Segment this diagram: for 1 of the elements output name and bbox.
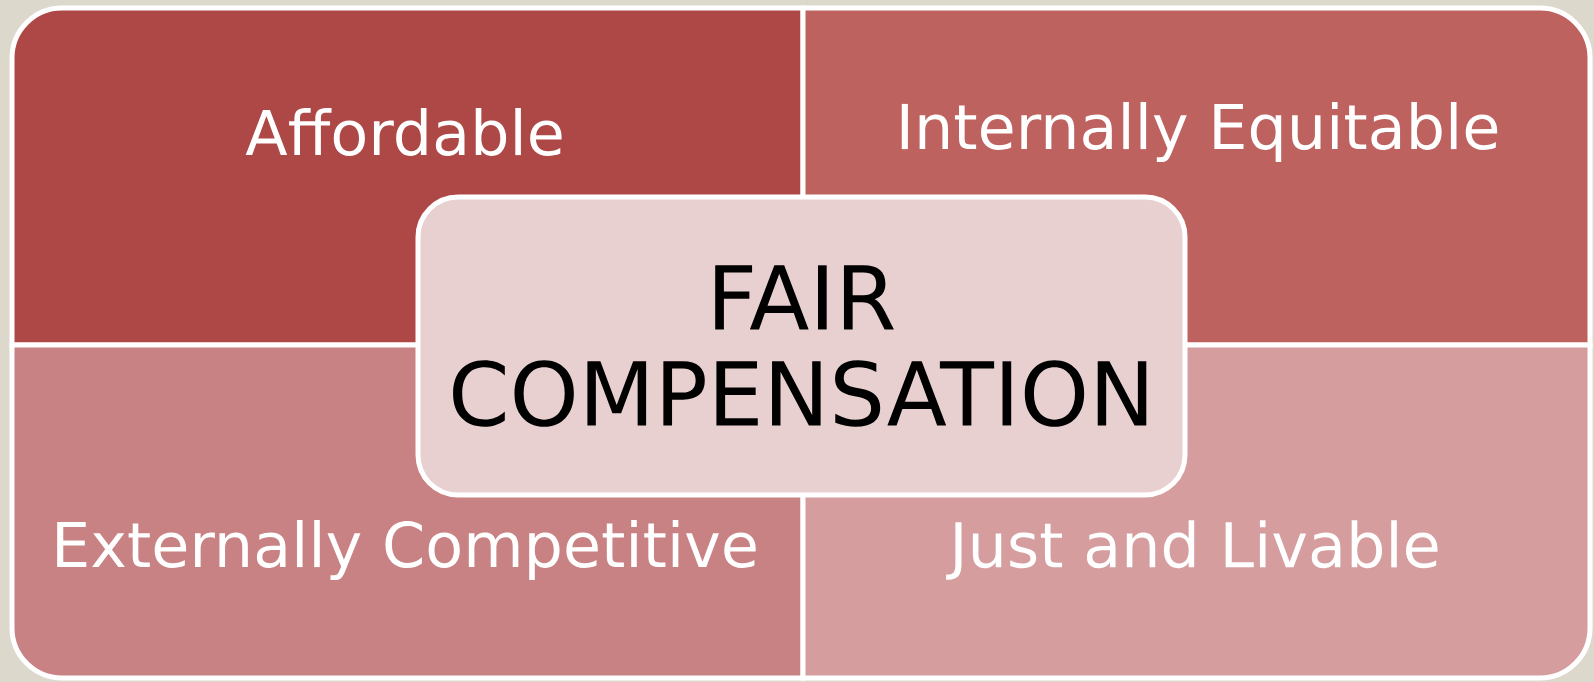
center-box: FAIR COMPENSATION xyxy=(415,194,1188,498)
